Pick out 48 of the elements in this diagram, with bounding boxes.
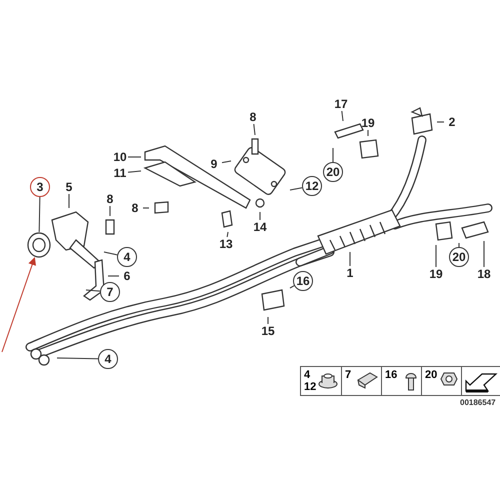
- gasket-drawing: [27, 232, 51, 258]
- callout-number: 8: [102, 192, 118, 206]
- callout-number: 20: [323, 162, 343, 182]
- callout-number: 19: [360, 116, 376, 130]
- callout-number: 16: [293, 271, 313, 291]
- leader-line: [86, 290, 101, 292]
- callout-number: 16: [385, 370, 398, 381]
- callout-number: 2: [444, 115, 460, 129]
- leader-line: [56, 358, 98, 360]
- leader-line: [341, 110, 344, 122]
- callout-number: 1: [342, 266, 358, 280]
- callout-number: 12: [304, 382, 316, 393]
- callout-number: 14: [252, 220, 268, 234]
- leader-line: [290, 285, 295, 288]
- callout-number: 20: [425, 370, 438, 381]
- leader-line: [128, 156, 142, 158]
- callout-number: 6: [119, 269, 135, 283]
- leader-line: [128, 170, 142, 173]
- leader-line: [38, 196, 40, 232]
- leader-line: [458, 242, 460, 248]
- arrow: [2, 257, 36, 352]
- callout-number: 9: [206, 157, 222, 171]
- callout-number: 7: [345, 370, 352, 381]
- leader-line: [332, 148, 334, 162]
- callout-number: 4: [304, 370, 310, 381]
- callout-number: 8: [127, 201, 143, 215]
- callout-number: 4: [98, 349, 118, 369]
- callout-number: 20: [449, 247, 469, 267]
- callout-number: 4: [117, 247, 137, 267]
- callout-number: 10: [112, 150, 128, 164]
- leader-line: [226, 232, 228, 238]
- callout-number: 13: [218, 237, 234, 251]
- leader-line: [222, 160, 232, 164]
- leader-line: [253, 124, 256, 136]
- callout-number: 11: [112, 166, 128, 180]
- leader-line: [68, 194, 70, 208]
- leader-line: [104, 252, 118, 256]
- callout-number: 17: [333, 97, 349, 111]
- callout-number: 12: [302, 176, 322, 196]
- callout-number: 18: [476, 267, 492, 281]
- diagram-code: 00186547: [460, 398, 496, 407]
- callout-number: 8: [245, 110, 261, 124]
- callout-number: 5: [61, 180, 77, 194]
- callout-number: 7: [100, 282, 120, 302]
- callout-number: 19: [428, 267, 444, 281]
- callout-number: 3: [30, 177, 50, 197]
- leader-line: [290, 187, 303, 190]
- callout-number: 15: [260, 324, 276, 338]
